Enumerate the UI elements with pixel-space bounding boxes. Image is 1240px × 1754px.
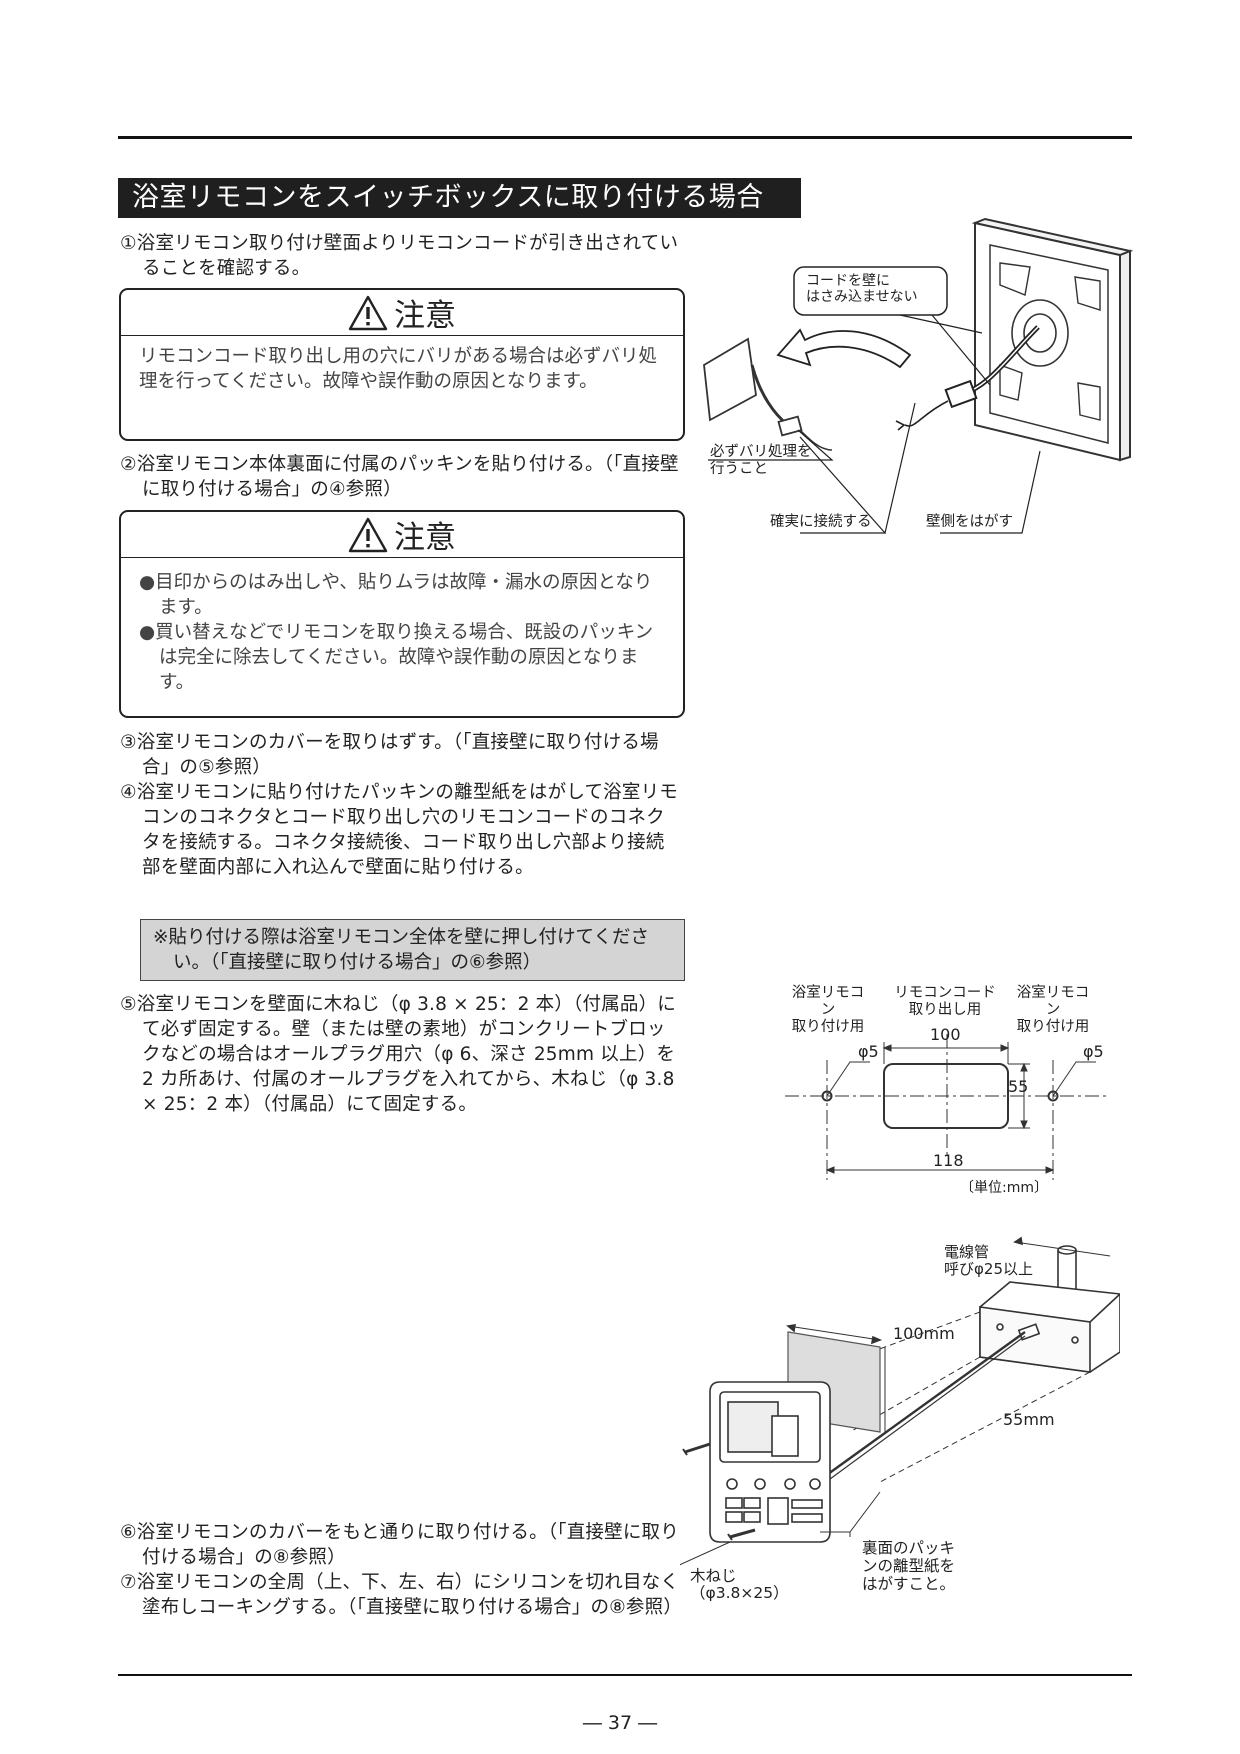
page-number: ― 37 ―	[582, 1712, 658, 1734]
fig2-unit: 〔単位:mm〕	[960, 1180, 1048, 1196]
step-2-text: ②浴室リモコン本体裏面に付属のパッキンを貼り付ける。（「直接壁に取り付ける場合」…	[120, 454, 679, 500]
fig3-dim-height: 55mm	[1003, 1410, 1055, 1429]
hole-dimension-drawing	[785, 1034, 1110, 1180]
steps-3-4: ③浴室リモコンのカバーを取りはずす。（「直接壁に取り付ける場合」の⑤参照） ④浴…	[120, 730, 680, 880]
caution-heading-text-1: 注意	[394, 298, 456, 334]
fig2-dim-span: 118	[933, 1151, 964, 1170]
caution-heading-1: 注意	[121, 290, 683, 336]
screw-lower-icon	[729, 1528, 756, 1539]
bottom-rule	[118, 1674, 1132, 1676]
fig1-peel-label: 壁側をはがす	[926, 514, 1013, 530]
insert-arrow	[776, 328, 912, 369]
fig1-connect-label: 確実に接続する	[770, 514, 872, 530]
caution-bullet-2: ●買い替えなどでリモコンを取り換える場合、既設のパッキンは完全に除去してください…	[139, 622, 654, 693]
note-text: ※貼り付ける際は浴室リモコン全体を壁に押し付けてください。（「直接壁に取り付ける…	[153, 927, 649, 973]
connection-illustration	[703, 217, 1134, 534]
note-box: ※貼り付ける際は浴室リモコン全体を壁に押し付けてください。（「直接壁に取り付ける…	[140, 919, 685, 981]
fig3-screw-label: 木ねじ （φ3.8×25）	[690, 1567, 789, 1602]
caution-box-1: 注意 リモコンコード取り出し用の穴にバリがある場合は必ずバリ処理を行ってください…	[119, 288, 685, 441]
steps-6-7: ⑥浴室リモコンのカバーをもと通りに取り付ける。（「直接壁に取り付ける場合」の⑧参…	[120, 1520, 683, 1620]
remote-cable	[895, 325, 1040, 431]
step-3-text: ③浴室リモコンのカバーを取りはずす。（「直接壁に取り付ける場合」の⑤参照）	[120, 732, 659, 778]
screw-hole-right	[1047, 1090, 1059, 1102]
screw-hole-left	[821, 1090, 833, 1102]
caution-body-2: ●目印からのはみ出しや、貼りムラは故障・漏水の原因となります。 ●買い替えなどで…	[121, 558, 683, 705]
fig2-phi-left: φ5	[858, 1042, 879, 1061]
warning-icon	[348, 517, 388, 552]
caution-heading-2: 注意	[121, 512, 683, 558]
fig3-conduit-label: 電線管 呼びφ25以上	[944, 1243, 1033, 1278]
switch-box-installation	[680, 1236, 1120, 1566]
fig2-left-label: 浴室リモコン 取り付け用	[791, 985, 865, 1035]
caution-body-1: リモコンコード取り出し用の穴にバリがある場合は必ずバリ処理を行ってください。故障…	[121, 336, 683, 404]
remote-back-panel	[971, 217, 1134, 462]
callout-bubble	[793, 266, 948, 316]
caution-bullet-1: ●目印からのはみ出しや、貼りムラは故障・漏水の原因となります。	[139, 572, 653, 618]
screw-upper-icon	[684, 1442, 711, 1454]
fig2-mid-label: リモコンコード 取り出し用	[894, 985, 996, 1018]
fig1-callout-text: コードを壁に はさみ込ませない	[806, 273, 918, 305]
step-2: ②浴室リモコン本体裏面に付属のパッキンを貼り付ける。（「直接壁に取り付ける場合」…	[120, 452, 690, 502]
fig2-dim-height: 55	[1008, 1077, 1029, 1096]
fig1-burr-label: 必ずバリ処理を 行うこと	[710, 444, 812, 477]
caution-text-1: リモコンコード取り出し用の穴にバリがある場合は必ずバリ処理を行ってください。故障…	[139, 346, 658, 392]
fig3-dim-width: 100mm	[893, 1324, 955, 1343]
step-7-text: ⑦浴室リモコンの全周（上、下、左、右）にシリコンを切れ目なく塗布しコーキングする…	[120, 1572, 683, 1618]
step-6-text: ⑥浴室リモコンのカバーをもと通りに取り付ける。（「直接壁に取り付ける場合」の⑧参…	[120, 1522, 679, 1568]
fig2-right-label: 浴室リモコン 取り付け用	[1016, 985, 1090, 1035]
step-5-text: ⑤浴室リモコンを壁面に木ねじ（φ 3.8 × 25：2 本）（付属品）にて必ず固…	[120, 994, 676, 1115]
caution-heading-text-2: 注意	[394, 520, 456, 556]
wall-cutout	[703, 337, 833, 451]
step-1-text: ①浴室リモコン取り付け壁面よりリモコンコードが引き出されていることを確認する。	[120, 233, 679, 279]
warning-icon	[348, 295, 388, 330]
section-title: 浴室リモコンをスイッチボックスに取り付ける場合	[118, 178, 801, 218]
fig3-packing-label: 裏面のパッキ ンの離型紙を はがすこと。	[862, 1539, 956, 1593]
fig2-dim-width: 100	[930, 1025, 961, 1044]
step-4-text: ④浴室リモコンに貼り付けたパッキンの離型紙をはがして浴室リモコンのコネクタとコー…	[120, 782, 678, 878]
step-1: ①浴室リモコン取り付け壁面よりリモコンコードが引き出されていることを確認する。	[120, 231, 680, 281]
fig2-phi-right: φ5	[1083, 1042, 1104, 1061]
top-rule	[118, 136, 1132, 139]
step-5: ⑤浴室リモコンを壁面に木ねじ（φ 3.8 × 25：2 本）（付属品）にて必ず固…	[120, 992, 680, 1117]
cord-hole-outline	[883, 1063, 1009, 1129]
caution-box-2: 注意 ●目印からのはみ出しや、貼りムラは故障・漏水の原因となります。 ●買い替え…	[119, 510, 685, 718]
